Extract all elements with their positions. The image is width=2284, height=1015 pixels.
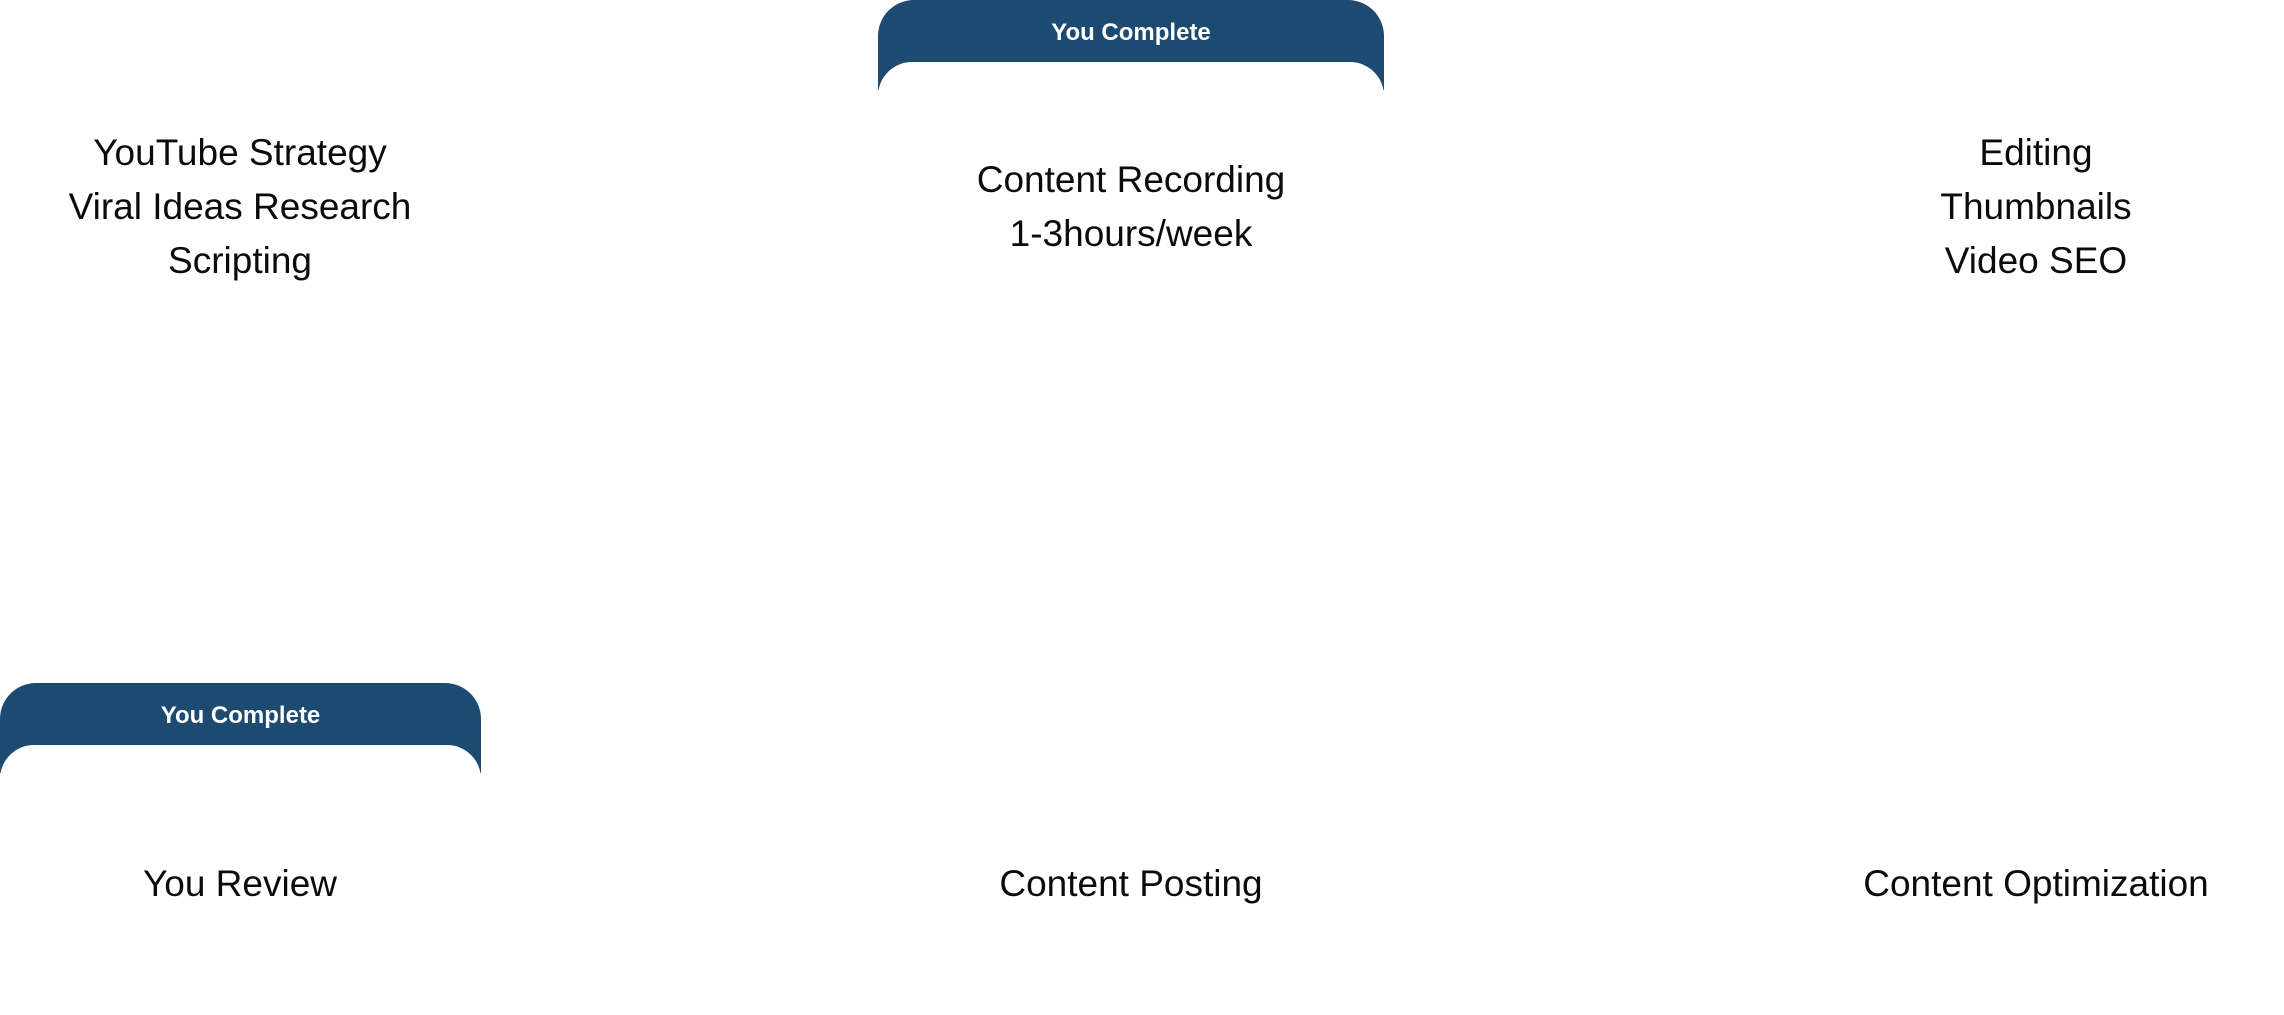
you-complete-label: You Complete (1051, 19, 1211, 46)
you-complete-tab-review: You Complete (0, 683, 481, 773)
step-line: Viral Ideas Research (68, 186, 412, 227)
tab-notch (878, 62, 1384, 90)
step-review: You Review (40, 857, 440, 911)
step-line: Content Posting (999, 863, 1263, 904)
you-complete-tab-recording: You Complete (878, 0, 1384, 90)
step-line: Scripting (168, 240, 312, 281)
step-line: Content Optimization (1863, 863, 2209, 904)
tab-notch (0, 745, 481, 773)
step-line: You Review (142, 863, 338, 904)
step-optimization: Content Optimization (1836, 857, 2236, 911)
step-line: Editing (1979, 132, 2093, 173)
step-line: YouTube Strategy (93, 132, 387, 173)
step-recording: Content Recording 1-3hours/week (931, 153, 1331, 261)
step-editing: Editing Thumbnails Video SEO (1836, 126, 2236, 288)
you-complete-label: You Complete (160, 702, 321, 729)
step-line: Video SEO (1944, 240, 2128, 281)
step-posting: Content Posting (931, 857, 1331, 911)
step-line: Content Recording (976, 159, 1286, 200)
step-line: 1-3hours/week (1009, 213, 1253, 254)
step-strategy: YouTube Strategy Viral Ideas Research Sc… (40, 126, 440, 288)
step-line: Thumbnails (1940, 186, 2132, 227)
